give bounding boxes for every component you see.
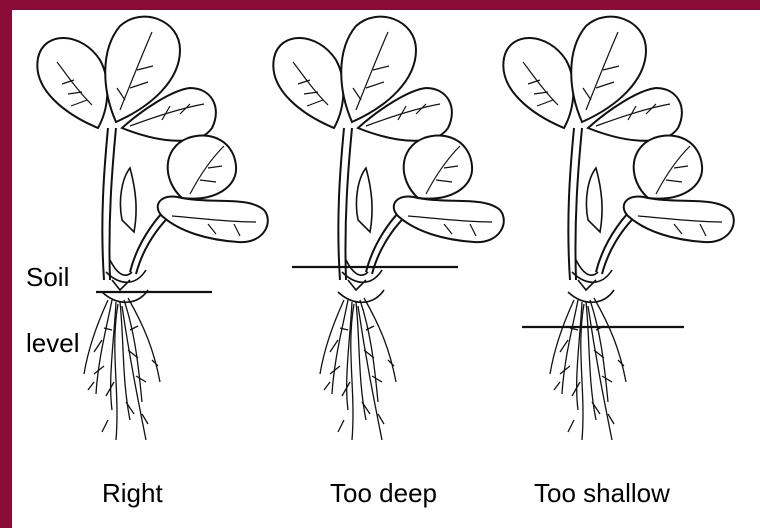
caption-too-deep: Too deep bbox=[330, 480, 437, 506]
plant-right bbox=[37, 17, 267, 440]
plant-too-shallow bbox=[503, 17, 733, 440]
diagram-panel: Soil level Right Too deep Too shallow bbox=[12, 10, 760, 528]
planting-depth-illustration bbox=[12, 10, 760, 528]
soil-level-label-line2: level bbox=[26, 330, 79, 356]
plant-too-deep bbox=[273, 17, 503, 440]
caption-too-shallow: Too shallow bbox=[534, 480, 670, 506]
caption-right: Right bbox=[102, 480, 163, 506]
soil-level-label-line1: Soil bbox=[26, 264, 69, 290]
